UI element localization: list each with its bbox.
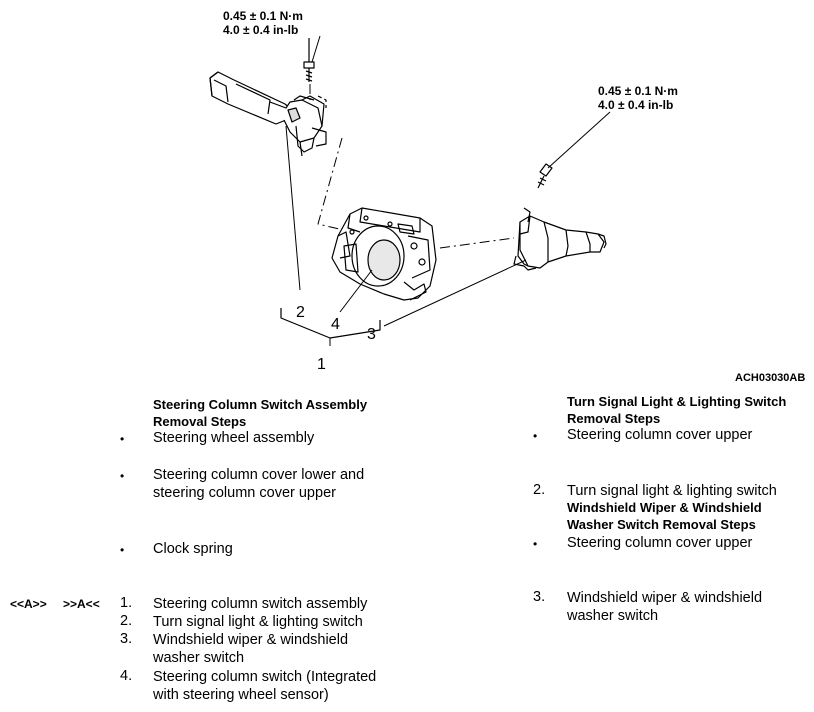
item-number: 2. [533,482,546,498]
item-number: 4. [120,668,133,684]
torque-value-inlb: 4.0 ± 0.4 in-lb [598,98,674,112]
list-item: Turn signal light & lighting switch [153,614,363,630]
exploded-view-diagram [209,35,611,346]
wiper-lever-icon [513,207,607,271]
right-section-heading-2: Windshield Wiper & Windshield Washer Swi… [567,500,762,532]
right-screw-icon [537,163,553,189]
clock-spring-icon [331,207,437,301]
item-number: 3. [533,589,546,605]
figure-id: ACH03030AB [735,372,806,384]
service-ref-removal: <<A>> [10,597,47,611]
list-item: Clock spring [153,541,233,557]
service-ref-installation: >>A<< [63,597,100,611]
right-section-heading: Turn Signal Light & Lighting Switch Remo… [567,394,787,426]
list-item: Windshield wiper & windshield washer swi… [153,632,349,666]
list-item: Steering column switch (Integrated with … [153,669,377,703]
item-number: 3. [120,631,133,647]
list-item: Steering wheel assembly [153,430,315,446]
list-item: Steering column switch assembly [153,596,368,612]
torque-value-inlb: 4.0 ± 0.4 in-lb [223,23,299,37]
item-number: 1. [120,595,133,611]
callout-3: 3 [367,326,376,343]
item-number: 2. [120,613,133,629]
list-item: Turn signal light & lighting switch [567,483,777,499]
bullet-icon: • [120,543,125,557]
bullet-icon: • [533,537,538,551]
callout-1: 1 [317,356,326,373]
torque-value-nm: 0.45 ± 0.1 N·m [598,84,678,98]
torque-spec-left: 0.45 ± 0.1 N·m 4.0 ± 0.4 in-lb [223,9,303,37]
list-item: Windshield wiper & windshield washer swi… [567,590,763,624]
torque-spec-right: 0.45 ± 0.1 N·m 4.0 ± 0.4 in-lb [598,84,678,112]
list-item: Steering column cover lower and steering… [153,467,365,501]
list-item: Steering column cover upper [567,427,753,443]
torque-value-nm: 0.45 ± 0.1 N·m [223,9,303,23]
bullet-icon: • [120,432,125,446]
list-item: Steering column cover upper [567,535,753,551]
callout-2: 2 [296,304,305,321]
callout-4: 4 [331,316,340,333]
bullet-icon: • [533,429,538,443]
bullet-icon: • [120,469,125,483]
left-section-heading: Steering Column Switch Assembly Removal … [153,397,368,429]
left-screw-icon [303,38,315,82]
turn-signal-lever-icon [209,71,327,157]
